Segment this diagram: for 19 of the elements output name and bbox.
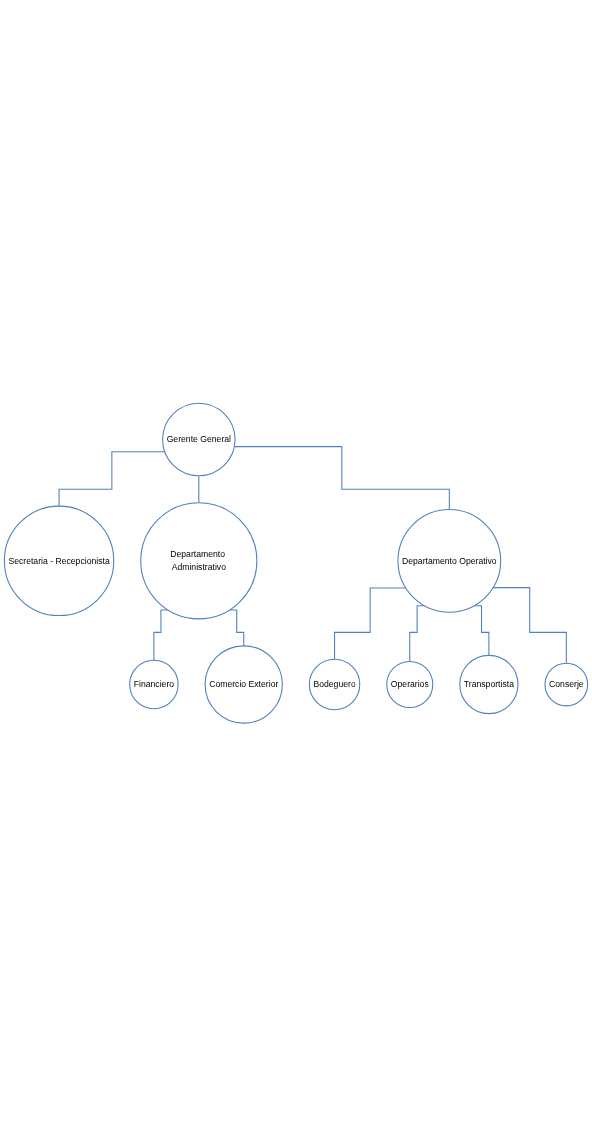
node-circle: Transportista xyxy=(459,654,519,714)
connector xyxy=(473,605,490,656)
connector xyxy=(153,609,169,661)
node-circle: Conserje xyxy=(544,662,589,707)
node-circle: Comercio Exterior xyxy=(204,645,283,724)
node-circle: Operarios xyxy=(386,660,434,708)
connector xyxy=(409,605,425,662)
connector xyxy=(58,450,166,507)
node-circle: Financiero xyxy=(129,659,179,710)
node-circle: Departamento Operativo xyxy=(397,508,502,613)
connector xyxy=(233,445,450,510)
connector xyxy=(198,475,200,504)
connector xyxy=(492,586,567,664)
node-circle: Secretaria - Recepcionista xyxy=(3,505,115,616)
node-circle: Gerente General xyxy=(162,402,236,477)
node-circle: Departamento Administrativo xyxy=(140,502,258,620)
node-circle: Bodeguero xyxy=(308,658,361,710)
connector xyxy=(229,609,245,647)
connector xyxy=(334,587,407,660)
